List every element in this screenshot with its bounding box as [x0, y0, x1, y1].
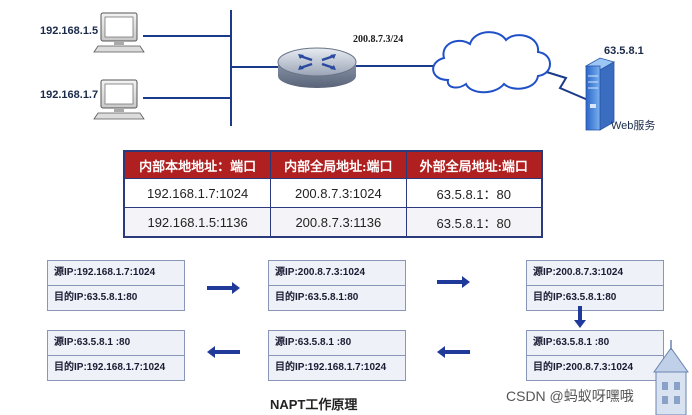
table-row: 192.168.1.7:1024 200.8.7.3:1024 63.5.8.1…: [123, 178, 543, 208]
packet-box: 源IP:63.5.8.1 :80 目的IP:192.168.1.7:1024: [47, 330, 185, 381]
table-cell: 63.5.8.1：80: [405, 178, 543, 208]
table-header-cell: 内部本地地址：端口: [123, 150, 272, 179]
table-header-cell: 内部全局地址:端口: [270, 150, 407, 179]
arrow-right-icon: [437, 276, 470, 288]
host-ip-label: 192.168.1.5: [40, 25, 99, 37]
packet-destination: 目的IP:192.168.1.7:1024: [48, 355, 184, 380]
arrow-left-icon: [437, 346, 470, 358]
arrow-down-icon: [574, 306, 586, 328]
router-address-label: 200.8.7.3/24: [353, 34, 404, 45]
table-cell: 192.168.1.7:1024: [123, 178, 272, 208]
internet-cloud-icon: [432, 31, 551, 94]
host-ip-label: 192.168.1.7: [40, 89, 99, 101]
nat-mapping-table: 内部本地地址：端口 内部全局地址:端口 外部全局地址:端口 192.168.1.…: [123, 150, 543, 238]
packet-source: 源IP:63.5.8.1 :80: [533, 337, 610, 348]
table-cell: 200.8.7.3:1136: [270, 207, 407, 238]
computer-icon: [93, 12, 145, 53]
packet-source: 源IP:63.5.8.1 :80: [54, 337, 131, 348]
diagram-caption: NAPT工作原理: [270, 397, 358, 412]
server-icon: [584, 57, 616, 131]
packet-box: 源IP:200.8.7.3:1024 目的IP:63.5.8.1:80: [526, 260, 664, 311]
table-cell: 200.8.7.3:1024: [270, 178, 407, 208]
packet-destination: 目的IP:192.168.1.7:1024: [269, 355, 405, 380]
network-topology: [93, 10, 616, 131]
packet-destination: 目的IP:63.5.8.1:80: [48, 285, 184, 310]
arrow-right-icon: [207, 282, 240, 294]
corner-illustration: [653, 340, 689, 415]
packet-box: 源IP:192.168.1.7:1024 目的IP:63.5.8.1:80: [47, 260, 185, 311]
packet-source: 源IP:192.168.1.7:1024: [54, 267, 156, 278]
router-icon: [277, 47, 357, 88]
packet-box: 源IP:200.8.7.3:1024 目的IP:63.5.8.1:80: [268, 260, 406, 311]
packet-box: 源IP:63.5.8.1 :80 目的IP:192.168.1.7:1024: [268, 330, 406, 381]
watermark-text: CSDN @蚂蚁呀嘿哦: [506, 388, 634, 404]
table-cell: 192.168.1.5:1136: [123, 207, 272, 238]
server-label: Web服务: [611, 120, 656, 132]
packet-source: 源IP:63.5.8.1 :80: [275, 337, 352, 348]
packet-source: 源IP:200.8.7.3:1024: [533, 267, 624, 278]
packet-destination: 目的IP:63.5.8.1:80: [269, 285, 405, 310]
packet-destination: 目的IP:63.5.8.1:80: [527, 285, 663, 310]
packet-source: 源IP:200.8.7.3:1024: [275, 267, 366, 278]
table-header-cell: 外部全局地址:端口: [405, 150, 543, 179]
link-cloud-server: [539, 69, 589, 101]
computer-icon: [93, 79, 145, 120]
arrow-left-icon: [207, 346, 240, 358]
packet-destination: 目的IP:200.8.7.3:1024: [527, 355, 663, 380]
flow-arrows: [207, 276, 586, 358]
table-cell: 63.5.8.1：80: [405, 207, 543, 238]
table-row: 192.168.1.5:1136 200.8.7.3:1136 63.5.8.1…: [123, 207, 543, 238]
packet-box: 源IP:63.5.8.1 :80 目的IP:200.8.7.3:1024: [526, 330, 664, 381]
server-ip-label: 63.5.8.1: [604, 45, 644, 57]
table-header-row: 内部本地地址：端口 内部全局地址:端口 外部全局地址:端口: [123, 150, 543, 179]
